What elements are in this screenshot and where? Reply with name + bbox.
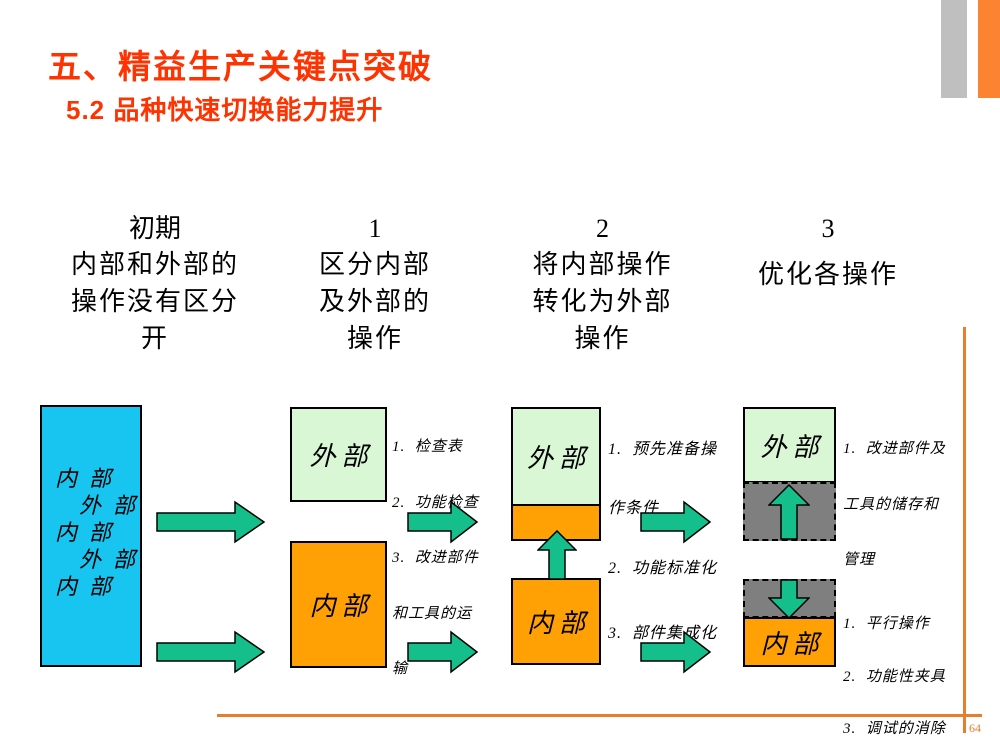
stage1-internal-box: 内部 <box>290 541 387 668</box>
right-vertical-line <box>963 327 966 733</box>
stage1-notes: 1. 检查表 2. 功能检查 3. 改进部件 和工具的运 输 <box>392 439 479 677</box>
right-arrow-icon <box>640 630 712 674</box>
down-arrow-icon <box>768 579 810 619</box>
decorative-orange-bar <box>978 0 1000 98</box>
slide-subtitle: 5.2 品种快速切换能力提升 <box>66 95 384 125</box>
stage3-internal-box: 内部 <box>743 617 836 667</box>
initial-mixed-operations-box: 内部 外部 内部 外部 内部 <box>40 405 142 667</box>
right-arrow-icon <box>640 500 712 544</box>
page-number: 64 <box>969 721 981 735</box>
column-header-step1: 1 区分内部 及外部的 操作 <box>285 212 465 357</box>
right-arrow-icon <box>156 500 266 544</box>
stage2-internal-box: 内部 <box>511 578 601 665</box>
up-arrow-icon <box>537 530 577 580</box>
decorative-gray-bar <box>941 0 967 98</box>
column-number: 初期 <box>128 214 181 243</box>
column-header-initial: 初期 内部和外部的 操作没有区分 开 <box>40 212 270 357</box>
right-arrow-icon <box>407 630 479 674</box>
stage1-external-box: 外部 <box>290 407 387 502</box>
stage2-external-area: 外部 <box>513 409 599 504</box>
column-number: 3 <box>821 214 835 243</box>
right-arrow-icon <box>156 630 266 674</box>
slide-title: 五、精益生产关键点突破 <box>48 48 433 85</box>
column-header-step2: 2 将内部操作 转化为外部 操作 <box>505 212 700 357</box>
column-number: 2 <box>596 214 609 243</box>
stage3-notes-bottom: 1. 平行操作 2. 功能性夹具 3. 调试的消除 4. 机械化 <box>843 616 946 737</box>
footer-horizontal-line <box>217 714 982 717</box>
stage2-external-box: 外部 <box>511 407 601 541</box>
up-arrow-icon <box>768 484 810 540</box>
stage3-external-box: 外部 <box>743 407 836 483</box>
right-arrow-icon <box>407 500 479 544</box>
column-number: 1 <box>368 214 382 243</box>
column-header-step3: 3 优化各操作 <box>738 212 918 293</box>
stage3-notes-top: 1. 改进部件及 工具的储存和 管理 <box>843 441 946 568</box>
